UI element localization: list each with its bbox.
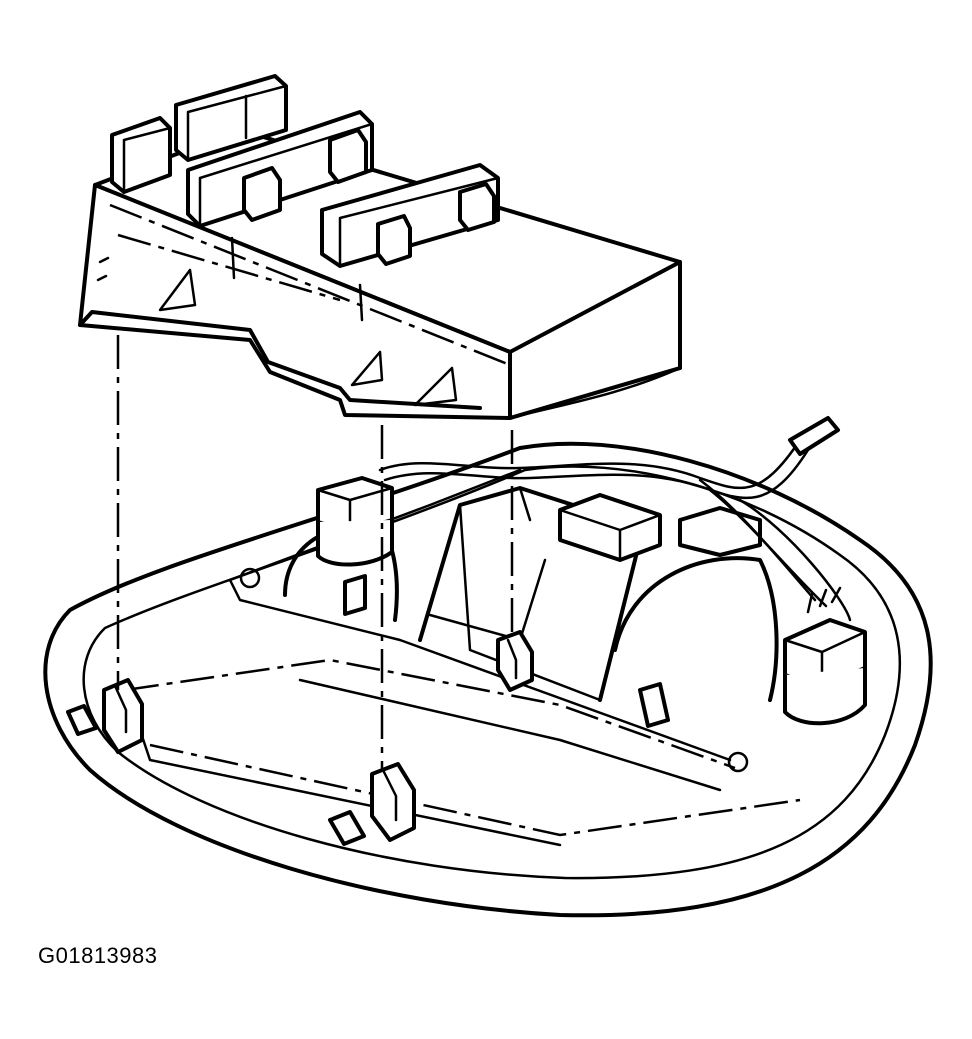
lower-housing: [43, 441, 933, 918]
upper-module: [78, 74, 682, 420]
alignment-lines: [116, 335, 514, 770]
figure-id-label: G01813983: [38, 943, 158, 968]
wire-harness: [378, 416, 852, 622]
